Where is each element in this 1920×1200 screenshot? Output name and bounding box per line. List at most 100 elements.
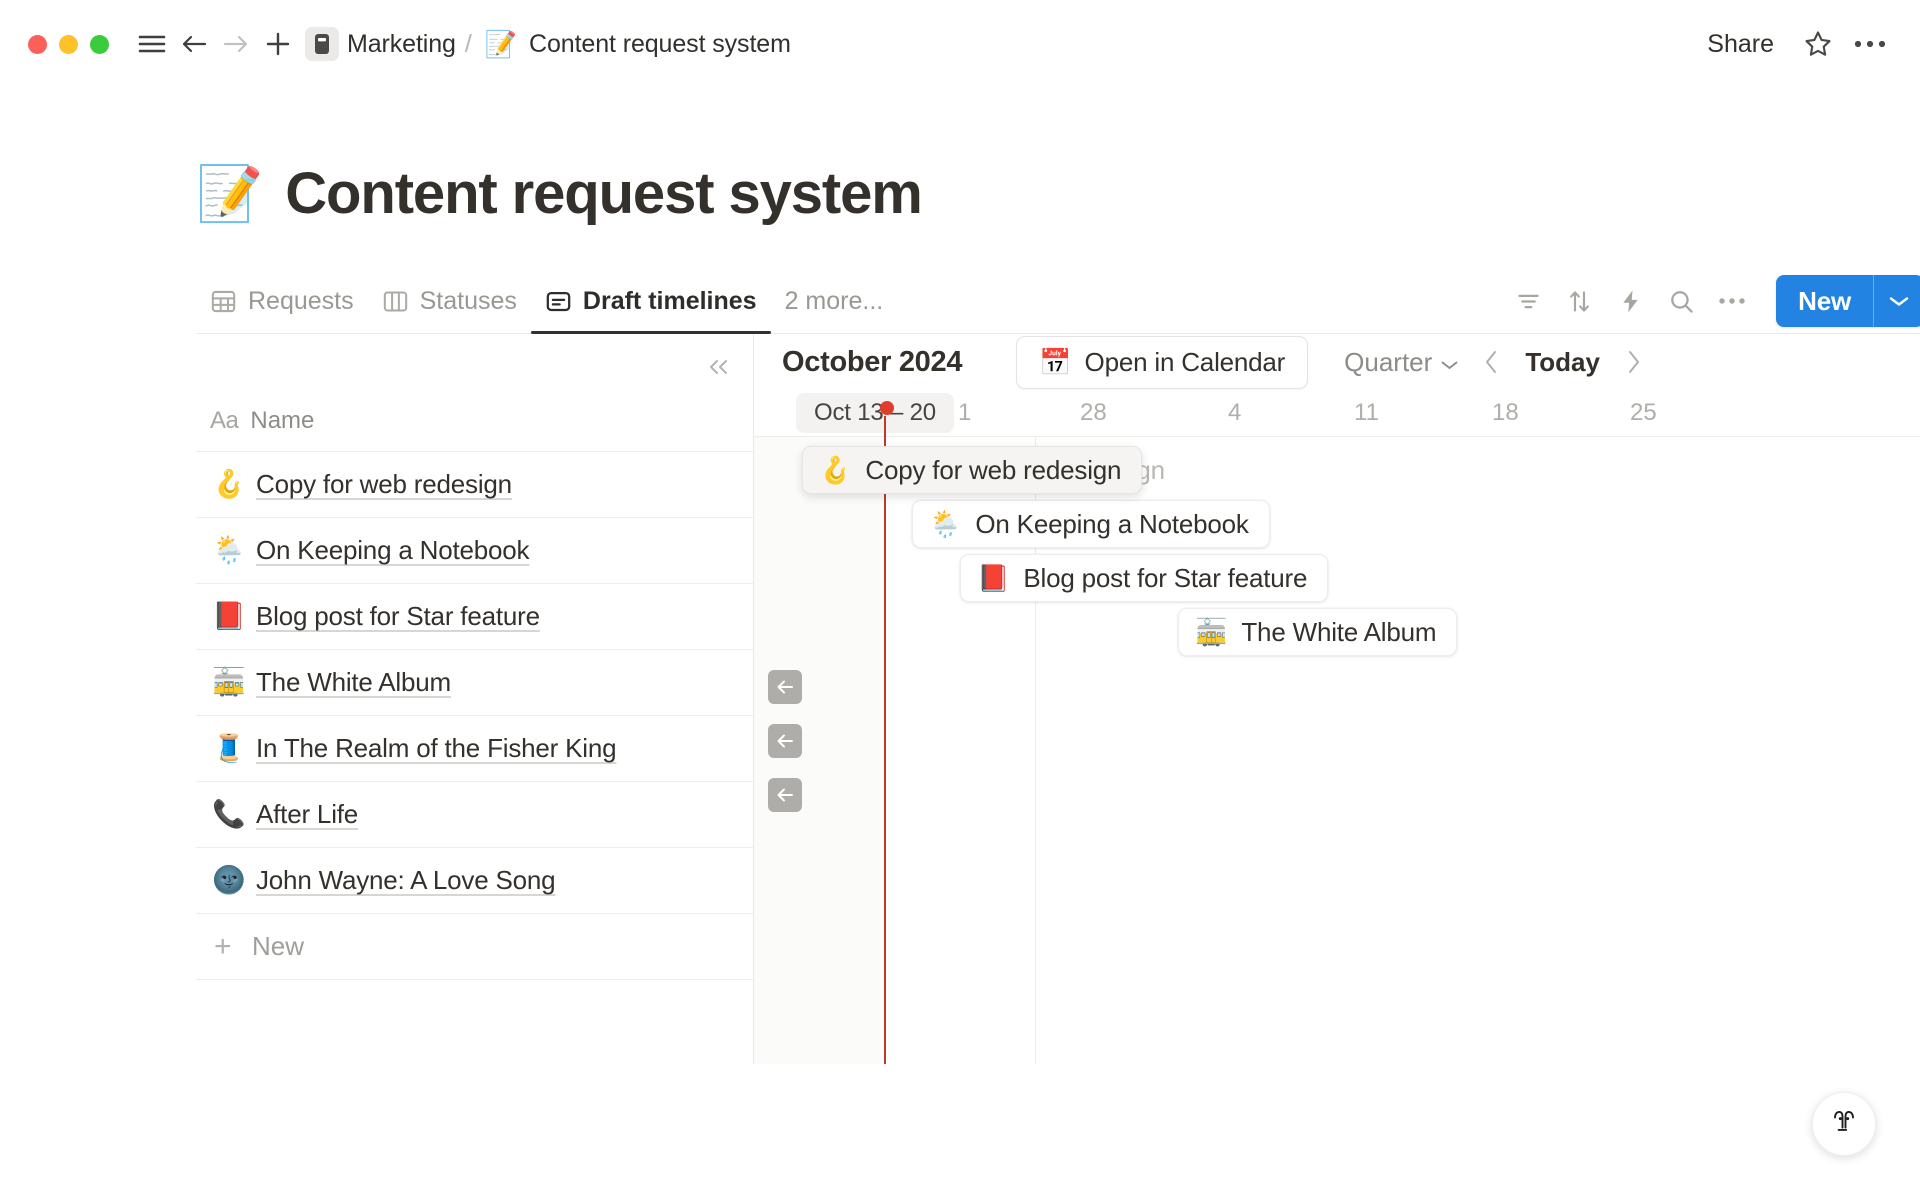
breadcrumb-separator: / (464, 29, 472, 58)
window-traffic-lights (28, 34, 109, 54)
table-row[interactable]: 🌚 John Wayne: A Love Song (196, 848, 753, 914)
more-options-icon[interactable] (1846, 20, 1894, 68)
scroll-to-item-left-button[interactable] (768, 670, 802, 704)
timeline-bar-emoji: 🚋 (1195, 617, 1228, 647)
table-row[interactable]: 🪝 Copy for web redesign (196, 452, 753, 518)
sort-icon[interactable] (1556, 278, 1602, 324)
favorite-star-icon[interactable] (1794, 20, 1842, 68)
timeline-bar-emoji: 🪝 (819, 455, 852, 485)
timeline-tick-current[interactable]: Oct 13 – 20 (796, 393, 954, 433)
tab-draft-timelines-label: Draft timelines (582, 286, 757, 315)
timeline-name-pane: Aa Name 🪝 Copy for web redesign 🌦️ On Ke… (196, 334, 754, 1064)
board-view-icon (382, 288, 409, 315)
row-title[interactable]: Copy for web redesign (256, 469, 512, 499)
timeline-bar[interactable]: 📕 Blog post for Star feature (960, 554, 1329, 602)
filter-icon[interactable] (1505, 278, 1551, 324)
search-icon[interactable] (1658, 278, 1704, 324)
chevron-right-icon[interactable] (1614, 342, 1654, 382)
timeline-row: 📕 Blog post for Star feature (754, 545, 1920, 611)
new-button-divider (1873, 275, 1874, 327)
timeline-row: 🚋 The White Album (754, 599, 1920, 665)
row-emoji: 📞 (212, 799, 246, 829)
row-emoji: 🌚 (212, 865, 246, 895)
tab-draft-timelines[interactable]: Draft timelines (530, 268, 771, 334)
timeline-tick: 11 (1354, 399, 1379, 426)
row-emoji: 🧵 (212, 733, 246, 763)
row-title[interactable]: On Keeping a Notebook (256, 535, 530, 565)
view-options-icon[interactable] (1709, 278, 1755, 324)
table-row[interactable]: 📕 Blog post for Star feature (196, 584, 753, 650)
chevron-left-icon[interactable] (1471, 342, 1511, 382)
timeline-bar-title: Copy for web redesign (865, 454, 1122, 485)
row-title[interactable]: After Life (256, 799, 359, 829)
viewbar-divider (196, 333, 1920, 334)
row-title[interactable]: John Wayne: A Love Song (256, 865, 556, 895)
database-chip-icon[interactable] (305, 27, 339, 61)
today-button[interactable]: Today (1525, 346, 1600, 377)
timeline-grid[interactable]: Copy for web redesign 🪝 Copy for web red… (754, 401, 1920, 1064)
row-emoji: 🚋 (212, 667, 246, 697)
page-emoji[interactable]: 📝 (196, 163, 264, 224)
timeline-bar-emoji: 📕 (977, 563, 1010, 593)
forward-arrow-icon[interactable] (215, 23, 257, 65)
more-views-button[interactable]: 2 more... (771, 268, 898, 334)
timeline-bar[interactable]: 🌦️ On Keeping a Notebook (912, 500, 1270, 548)
row-title[interactable]: In The Realm of the Fisher King (256, 733, 617, 763)
back-arrow-icon[interactable] (173, 23, 215, 65)
timeline-tick: 1 (958, 399, 972, 426)
timeline-scale-label: Quarter (1344, 346, 1433, 377)
scroll-to-item-left-button[interactable] (768, 778, 802, 812)
timeline-board: Aa Name 🪝 Copy for web redesign 🌦️ On Ke… (0, 334, 1920, 1064)
double-chevron-left-icon[interactable] (701, 352, 735, 382)
table-view-icon (210, 288, 237, 315)
automation-bolt-icon[interactable] (1607, 278, 1653, 324)
timeline-bar-title: On Keeping a Notebook (975, 508, 1249, 539)
name-column-label: Name (250, 406, 315, 434)
share-button[interactable]: Share (1707, 29, 1774, 58)
name-pane-toolrow (196, 334, 753, 390)
view-toolbar: New (1505, 275, 1920, 334)
close-window-button[interactable] (28, 34, 47, 54)
scroll-to-item-left-button[interactable] (768, 724, 802, 758)
minimize-window-button[interactable] (59, 34, 78, 54)
new-row-label: New (252, 931, 305, 961)
open-in-calendar-label: Open in Calendar (1084, 346, 1286, 377)
row-title[interactable]: Blog post for Star feature (256, 601, 540, 631)
table-row[interactable]: 🚋 The White Album (196, 650, 753, 716)
window-titlebar: Marketing / 📝 Content request system Sha… (0, 0, 1920, 88)
maximize-window-button[interactable] (90, 34, 109, 54)
table-row[interactable]: 📞 After Life (196, 782, 753, 848)
row-title[interactable]: The White Album (256, 667, 451, 697)
table-row[interactable]: 🌦️ On Keeping a Notebook (196, 518, 753, 584)
notion-ai-button[interactable] (1812, 1092, 1876, 1156)
timeline-chart-pane: October 2024 📅 Open in Calendar Quarter (754, 334, 1920, 1064)
timeline-bar[interactable]: 🚋 The White Album (1178, 608, 1458, 656)
new-row-button[interactable]: + New (196, 914, 753, 980)
breadcrumb-page[interactable]: Content request system (529, 29, 791, 58)
sidebar-toggle-icon[interactable] (131, 23, 173, 65)
timeline-bar-dragging[interactable]: 🪝 Copy for web redesign (802, 446, 1143, 494)
timeline-view-icon (545, 288, 572, 315)
new-button-chevron-down-icon[interactable] (1874, 275, 1920, 327)
timeline-header: October 2024 📅 Open in Calendar Quarter (754, 334, 1920, 390)
timeline-bar-title: Blog post for Star feature (1023, 562, 1308, 593)
more-views-label: 2 more... (784, 286, 884, 315)
tab-requests[interactable]: Requests (196, 268, 368, 334)
timeline-row: 🌦️ On Keeping a Notebook (754, 491, 1920, 557)
breadcrumb-workspace[interactable]: Marketing (347, 29, 456, 58)
name-column-header[interactable]: Aa Name (196, 390, 753, 452)
tab-statuses[interactable]: Statuses (368, 268, 531, 334)
plus-icon[interactable] (257, 23, 299, 65)
view-tab-bar: Requests Statuses Draf (196, 268, 1920, 334)
new-button-group: New (1776, 275, 1920, 327)
chevron-down-icon (1440, 347, 1459, 378)
timeline-scale-select[interactable]: Quarter (1336, 341, 1467, 384)
timeline-tick: 18 (1492, 399, 1519, 426)
new-button[interactable]: New (1798, 285, 1851, 316)
row-emoji: 📕 (212, 601, 246, 631)
text-property-icon: Aa (210, 406, 239, 434)
page-title[interactable]: Content request system (285, 161, 923, 226)
table-row[interactable]: 🧵 In The Realm of the Fisher King (196, 716, 753, 782)
open-in-calendar-button[interactable]: 📅 Open in Calendar (1016, 335, 1309, 389)
